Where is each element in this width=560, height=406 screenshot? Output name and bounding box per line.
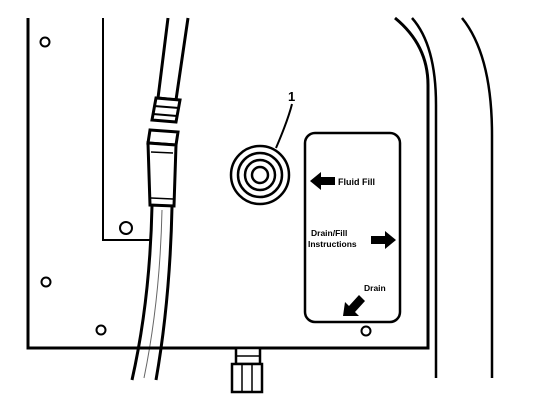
right-arrow-icon	[371, 231, 396, 249]
drain-label: Drain	[364, 283, 386, 293]
screw-bottom-right	[360, 325, 372, 337]
screw-top-left	[39, 36, 51, 48]
callout-leader-line	[275, 103, 293, 149]
fluid-fill-port	[229, 144, 291, 206]
hose-coupling-nut	[150, 96, 182, 124]
down-left-arrow-icon	[343, 295, 365, 316]
drain-fitting	[230, 346, 264, 394]
hose-upper	[156, 17, 190, 102]
hose-assembly	[130, 17, 190, 381]
panel-outline	[26, 16, 430, 350]
housing-curve-outer	[461, 17, 494, 378]
mounting-screws	[39, 36, 372, 337]
screw-left-middle	[40, 276, 52, 288]
callout-number: 1	[288, 89, 295, 104]
drain-fitting-body	[230, 362, 264, 394]
fluid-fill-label: Fluid Fill	[338, 177, 375, 187]
housing-curve-inner	[411, 17, 438, 378]
hose-lower	[130, 205, 154, 381]
inner-recess-outline	[102, 18, 150, 241]
drain-fill-label-line1: Drain/Fill	[311, 228, 347, 238]
screw-bottom-left	[95, 324, 107, 336]
drain-fill-label-line2: Instructions	[308, 239, 357, 249]
hose-ferrule	[146, 141, 178, 208]
left-arrow-icon	[310, 172, 335, 190]
screw-inner-recess	[119, 221, 133, 235]
